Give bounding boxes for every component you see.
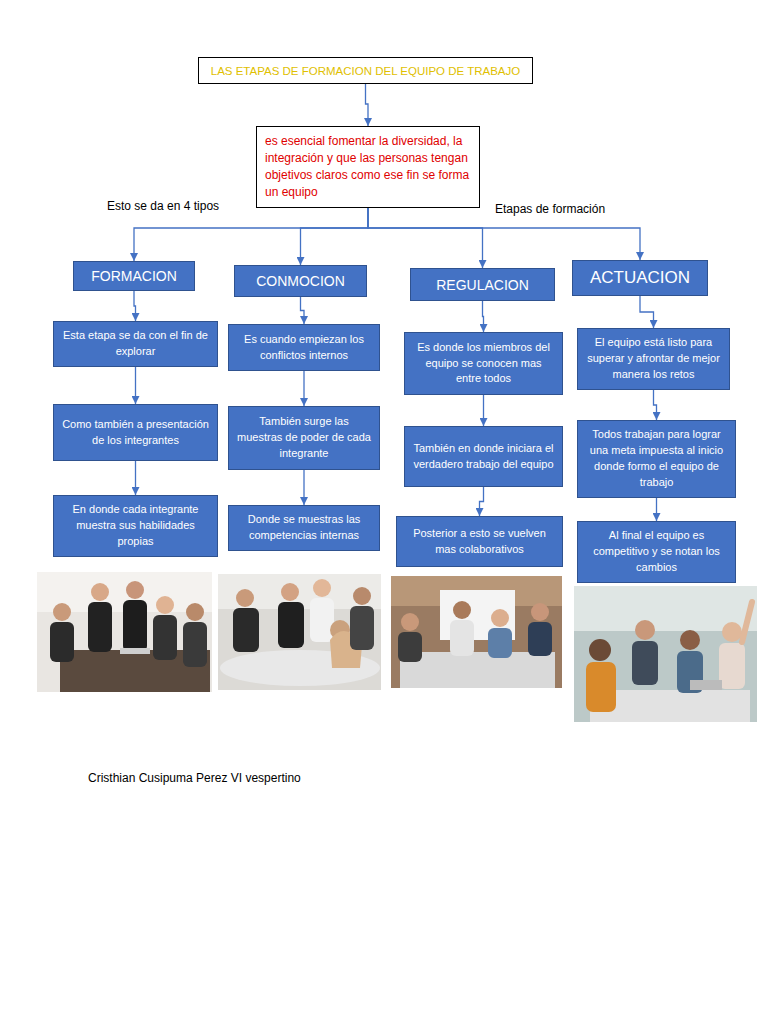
stage-detail-box: El equipo está listo para superar y afro… — [577, 328, 730, 390]
title-box: LAS ETAPAS DE FORMACION DEL EQUIPO DE TR… — [198, 57, 533, 84]
stage-detail-box: Al final el equipo es competitivo y se n… — [577, 521, 736, 583]
flow-arrow — [366, 84, 369, 126]
flow-arrow — [654, 390, 657, 420]
photo-collaboration — [391, 576, 562, 688]
node-text: Esta etapa se da con el fin de explorar — [62, 328, 209, 360]
stage-detail-box: También surge las muestras de poder de c… — [228, 406, 380, 470]
node-text: También en donde iniciara el verdadero t… — [413, 441, 554, 473]
flow-arrow — [301, 297, 305, 324]
stage-detail-box: Donde se muestras las competencias inter… — [228, 505, 380, 551]
node-text: Al final el equipo es competitivo y se n… — [586, 528, 727, 576]
node-text: ACTUACION — [590, 268, 690, 288]
node-text: CONMOCION — [256, 273, 345, 289]
stage-detail-box: Todos trabajan para lograr una meta impu… — [577, 420, 736, 498]
node-text: También surge las muestras de poder de c… — [237, 414, 371, 462]
note-label: Etapas de formación — [495, 202, 605, 216]
stage-header: REGULACION — [410, 268, 555, 301]
node-text: Como también a presentación de los integ… — [62, 417, 209, 449]
photo-conflict — [218, 574, 381, 690]
stage-detail-box: Esta etapa se da con el fin de explorar — [53, 321, 218, 367]
stage-header: FORMACION — [73, 261, 195, 291]
stage-header: CONMOCION — [234, 265, 367, 297]
photo-success — [574, 586, 757, 722]
stage-detail-box: En donde cada integrante muestra sus hab… — [53, 495, 218, 557]
node-text: En donde cada integrante muestra sus hab… — [62, 502, 209, 550]
flow-arrow — [135, 461, 136, 495]
node-text: LAS ETAPAS DE FORMACION DEL EQUIPO DE TR… — [211, 65, 521, 77]
flow-arrow — [135, 367, 136, 404]
flow-arrow — [640, 296, 654, 328]
stage-detail-box: También en donde iniciara el verdadero t… — [404, 426, 563, 487]
flow-arrow — [134, 208, 368, 261]
stage-header: ACTUACION — [572, 260, 708, 296]
flow-arrow — [656, 498, 657, 521]
node-text: Es cuando empiezan los conflictos intern… — [237, 332, 371, 364]
flow-arrow — [483, 395, 484, 426]
flow-arrow — [134, 291, 136, 321]
node-text: FORMACION — [91, 268, 177, 284]
node-text: El equipo está listo para superar y afro… — [586, 335, 721, 383]
photo-meeting — [37, 572, 212, 692]
flow-arrow — [483, 301, 484, 332]
node-text: REGULACION — [436, 277, 529, 293]
stage-detail-box: Es cuando empiezan los conflictos intern… — [228, 324, 380, 371]
intro-box: es esencial fomentar la diversidad, la i… — [256, 126, 480, 208]
flow-arrow — [303, 470, 304, 505]
flow-arrow — [480, 487, 484, 516]
stage-detail-box: Es donde los miembros del equipo se cono… — [404, 332, 563, 395]
flow-arrow — [301, 208, 369, 265]
node-text: Donde se muestras las competencias inter… — [237, 512, 371, 544]
flow-arrow — [368, 208, 483, 268]
stage-detail-box: Posterior a esto se vuelven mas colabora… — [396, 516, 563, 567]
stage-detail-box: Como también a presentación de los integ… — [53, 404, 218, 461]
node-text: Es donde los miembros del equipo se cono… — [413, 340, 554, 388]
flow-arrow — [303, 371, 304, 406]
note-label: Cristhian Cusipuma Perez VI vespertino — [88, 771, 301, 785]
node-text: Todos trabajan para lograr una meta impu… — [586, 427, 727, 491]
node-text: es esencial fomentar la diversidad, la i… — [265, 133, 471, 200]
node-text: Posterior a esto se vuelven mas colabora… — [405, 526, 554, 558]
note-label: Esto se da en 4 tipos — [107, 199, 219, 213]
